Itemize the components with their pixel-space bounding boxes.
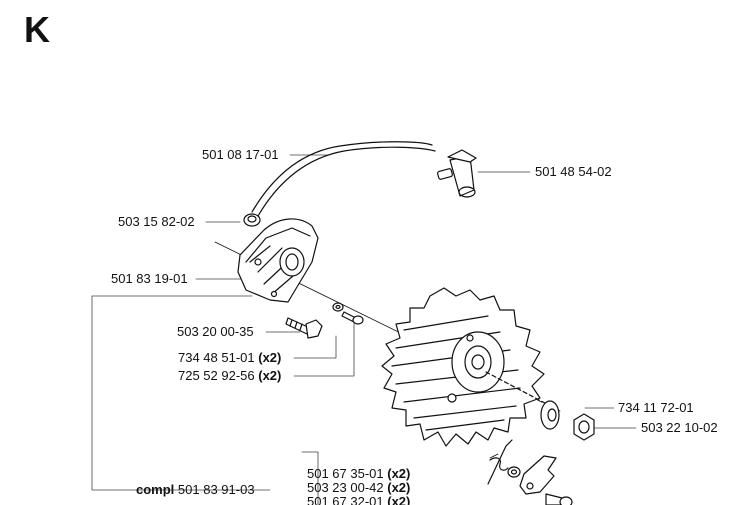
washer-drawing	[332, 302, 344, 312]
label-screw-number: 725 52 92-56	[178, 368, 255, 383]
label-pawl-screw-qty: (x2)	[387, 494, 411, 505]
label-complete-assembly: compl 501 83 91-03	[136, 483, 255, 497]
flywheel-nut-drawing	[573, 413, 595, 441]
label-spark-plug-cap: 501 48 54-02	[535, 164, 612, 179]
label-washer-qty: (x2)	[258, 350, 282, 365]
label-spring-number: 501 67 35-01	[307, 466, 384, 481]
label-pawl-screw-number: 501 67 32-01	[307, 494, 384, 505]
pawl-washer-drawing	[507, 466, 521, 478]
starter-pawl-drawing	[519, 455, 557, 495]
label-pawl-washer: 503 23 00-42 (x2)	[307, 481, 410, 495]
label-ignition-module: 501 83 19-01	[111, 271, 188, 286]
label-pawl-screw: 501 67 32-01 (x2)	[307, 495, 410, 505]
ignition-module-drawing	[237, 218, 319, 303]
label-pawl-washer-number: 503 23 00-42	[307, 480, 384, 495]
label-complete-number: 501 83 91-03	[177, 482, 255, 497]
label-complete-prefix: compl	[136, 482, 175, 497]
spark-plug-cap-drawing	[437, 149, 477, 198]
label-grommet: 503 15 82-02	[118, 214, 195, 229]
label-screw-qty: (x2)	[258, 368, 282, 383]
label-spring-qty: (x2)	[387, 466, 411, 481]
screw-drawing	[341, 311, 364, 325]
flywheel-drawing	[381, 287, 561, 447]
pawl-screw-drawing	[545, 493, 573, 505]
grommet-drawing	[243, 213, 261, 227]
label-ignition-lead: 501 08 17-01	[202, 147, 279, 162]
label-flywheel-nut: 503 22 10-02	[641, 420, 718, 435]
spring-drawing	[487, 439, 513, 485]
label-spring: 501 67 35-01 (x2)	[307, 467, 410, 481]
leader-lines	[91, 154, 637, 505]
label-pawl-washer-qty: (x2)	[387, 480, 411, 495]
label-washer-number: 734 48 51-01	[178, 350, 255, 365]
module-screw-drawing	[285, 317, 323, 339]
label-flywheel-washer: 734 11 72-01	[618, 400, 694, 415]
label-module-screw: 503 20 00-35	[177, 324, 254, 339]
ignition-lead-drawing	[251, 141, 436, 217]
label-washer: 734 48 51-01 (x2)	[178, 351, 281, 365]
flywheel-washer-drawing	[540, 400, 560, 430]
section-letter: K	[24, 9, 50, 50]
label-screw: 725 52 92-56 (x2)	[178, 369, 281, 383]
